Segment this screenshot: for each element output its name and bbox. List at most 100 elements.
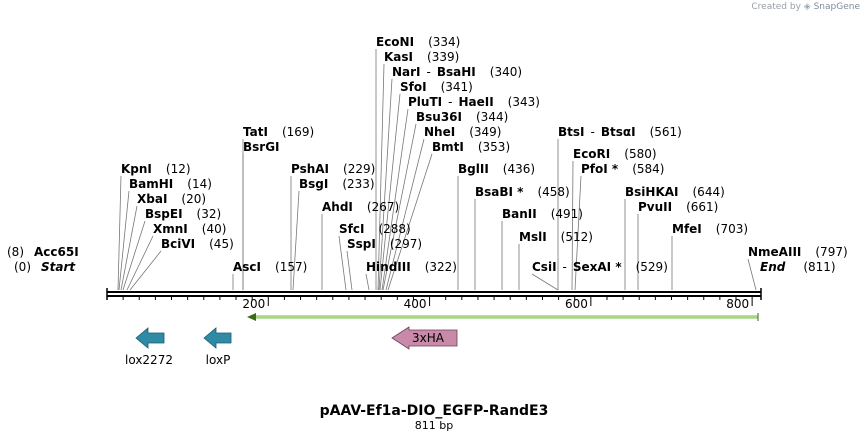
plasmid-length: 811 bp [415,419,453,432]
enzyme-label[interactable]: NmeAIII(797) [748,245,848,259]
enzyme-name: BamHI [129,177,173,191]
enzyme-label[interactable]: PvuII(661) [638,200,718,214]
lox2272-label: lox2272 [125,353,173,367]
enzyme-label[interactable]: PluTI-HaeII(343) [408,95,540,109]
3xha-feature[interactable]: 3xHA [391,326,458,350]
enzyme-position: (341) [441,80,473,94]
enzyme-leader-line [378,78,393,291]
enzyme-label[interactable]: SfoI (341) [400,80,473,94]
enzyme-name: SfcI [339,222,364,236]
enzyme-name: EcoNI [376,35,414,49]
enzyme-label[interactable]: AscI(157) [233,260,307,274]
enzyme-name: PluTI [408,95,442,109]
enzyme-name: EcoRI [573,147,610,161]
enzyme-label[interactable]: KasI (339) [384,50,459,64]
enzyme-leader-line [292,190,300,291]
enzyme-position: (12) [166,162,191,176]
enzyme-label[interactable]: BglII (436) [458,162,535,176]
enzyme-label[interactable]: BsaBI *(458) [475,185,570,199]
enzyme-label[interactable]: BamHI(14) [129,177,212,191]
enzyme-name: BglII [458,162,489,176]
enzyme-label[interactable]: BciVI(45) [161,237,234,251]
enzyme-name: NmeAIII [748,245,801,259]
enzyme-name: PfoI * [581,162,619,176]
enzyme-label[interactable]: (0) Start [14,260,76,274]
enzyme-label[interactable]: BmtI (353) [432,140,510,154]
enzyme-position: (491) [551,207,583,221]
enzyme-position: (0) [14,260,31,274]
enzyme-name: NarI [392,65,421,79]
enzyme-position: (436) [503,162,535,176]
enzyme-name: BtsI [558,125,585,139]
enzyme-name-2: HaeII [458,95,493,109]
plasmid-title: pAAV-Ef1a-DIO_EGFP-RandE3 [320,403,549,419]
enzyme-label[interactable]: KpnI(12) [121,162,191,176]
enzyme-leader-line [379,93,401,291]
enzyme-label[interactable]: Bsu36I(344) [416,110,508,124]
enzyme-label[interactable]: TatI(169) [243,125,314,139]
enzyme-name: SfoI [400,80,427,94]
loxp-label: loxP [206,353,231,367]
enzyme-label[interactable]: BsrGI [243,140,280,154]
enzyme-label[interactable]: MfeI(703) [672,222,748,236]
enzyme-leader-line [381,108,409,291]
enzyme-name: BmtI [432,140,464,154]
enzyme-name: Start [41,260,76,274]
enzyme-position: (811) [803,260,835,274]
enzyme-position: (322) [425,260,457,274]
enzyme-name: NheI [424,125,455,139]
enzyme-leader-line [100,274,107,290]
enzyme-label[interactable]: BsiHKAI(644) [625,185,725,199]
lox2272-feature[interactable] [135,327,165,349]
enzyme-label[interactable]: SspI(297) [347,237,422,251]
enzyme-label[interactable]: MslI (512) [519,230,593,244]
enzyme-name: BsaBI * [475,185,524,199]
enzyme-label[interactable]: BspEI(32) [145,207,221,221]
enzyme-label[interactable]: BtsI-BtsαI(561) [558,125,682,139]
enzyme-label[interactable]: AhdI(267) [322,200,399,214]
enzyme-leader-lines [100,49,757,291]
enzyme-position: (339) [427,50,459,64]
enzyme-label[interactable]: BsgI(233) [299,177,375,191]
enzyme-labels: EcoNI(334)KasI (339)NarI-BsaHI(340)SfoI (3… [7,35,848,274]
enzyme-label[interactable]: End(811) [760,260,836,274]
enzyme-label[interactable]: HindIII(322) [366,260,457,274]
enzyme-leader-line [118,190,130,291]
enzyme-leader-line [377,63,385,291]
enzyme-position: (703) [716,222,748,236]
snapgene-credit: Created by ◈ SnapGene [751,2,860,12]
enzyme-name: MslI [519,230,547,244]
enzyme-label[interactable]: NarI-BsaHI(340) [392,65,522,79]
enzyme-label[interactable]: PfoI *(584) [581,162,664,176]
enzyme-label[interactable]: NheI(349) [424,125,501,139]
enzyme-label[interactable]: BanII(491) [502,207,583,221]
enzyme-label[interactable]: EcoNI(334) [376,35,460,49]
enzyme-name: XbaI [137,192,167,206]
enzyme-position: (561) [650,125,682,139]
credit-prefix: Created by [751,2,801,12]
ruler-tick-label: 800 [726,297,749,311]
enzyme-label[interactable]: PshAI(229) [291,162,375,176]
enzyme-leader-line [126,235,154,291]
enzyme-name-2: BtsαI [601,125,636,139]
enzyme-name: BsiHKAI [625,185,679,199]
loxp-feature[interactable] [203,327,232,349]
enzyme-position: (529) [636,260,668,274]
enzyme-label[interactable]: (8)Acc65I [7,245,79,259]
enzyme-leader-line [129,250,162,291]
enzyme-label[interactable]: XbaI(20) [137,192,206,206]
egfp-feature [247,313,759,321]
enzyme-label[interactable]: XmnI(40) [153,222,226,236]
enzyme-position: (512) [561,230,593,244]
enzyme-position: (233) [342,177,374,191]
enzyme-name: AscI [233,260,261,274]
3xha-label: 3xHA [412,331,445,345]
credit-brand: SnapGene [813,2,860,12]
enzyme-name: KasI [384,50,413,64]
enzyme-label[interactable]: EcoRI(580) [573,147,657,161]
enzyme-label[interactable]: SfcI(288) [339,222,411,236]
enzyme-position: (353) [478,140,510,154]
enzyme-label[interactable]: CsiI-SexAI *(529) [532,260,668,274]
